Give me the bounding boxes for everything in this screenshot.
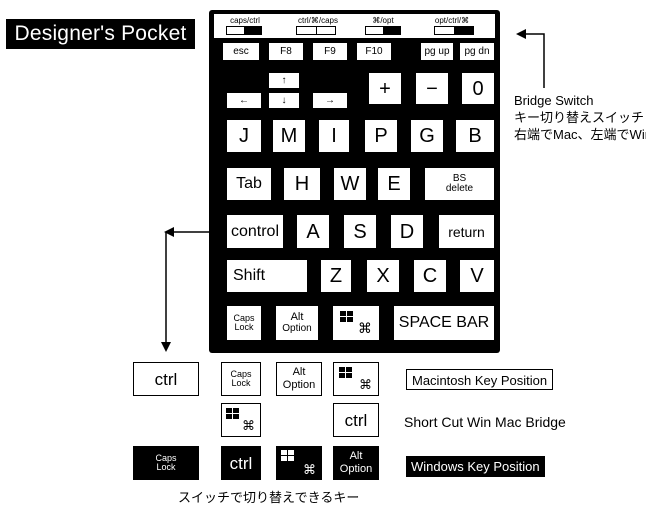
legend-caps-mac-line1: Caps [230,369,252,379]
mac-key-position-label: Macintosh Key Position [406,369,554,390]
legend-cmd-win: ⌘ [276,446,322,480]
key-s[interactable]: S [343,214,377,249]
windows-logo-icon [340,311,353,322]
key-d[interactable]: D [390,214,424,249]
switch-label-cmd-opt: ⌘/opt [372,16,394,25]
key-pg-up[interactable]: pg up [420,42,454,61]
key-arrow-left[interactable]: ← [226,92,262,109]
bridge-switch-3[interactable] [365,26,401,35]
command-icon: ⌘ [242,418,255,433]
key-p[interactable]: P [364,119,398,153]
key-w[interactable]: W [333,167,367,201]
legend-caps-win-line2: Lock [156,462,176,472]
legend-caps-win: Caps Lock [133,446,199,480]
key-shift[interactable]: Shift [226,259,308,293]
key-e[interactable]: E [377,167,411,201]
key-b[interactable]: B [455,119,495,153]
key-i[interactable]: I [318,119,350,153]
key-bs-label: BS [452,173,467,184]
legend-ctrl-mac: ctrl [133,362,199,396]
legend-cmd-shortcut: ⌘ [221,403,261,437]
legend-alt-mac: Alt Option [276,362,322,396]
key-g[interactable]: G [410,119,444,153]
legend-alt-win-line1: Alt [349,450,363,462]
key-delete-label: delete [445,183,474,194]
key-x[interactable]: X [366,259,400,293]
command-icon: ⌘ [358,320,372,336]
legend-caps-mac-line2: Lock [231,378,251,388]
key-return[interactable]: return [438,214,495,249]
shortcut-bridge-label: Short Cut Win Mac Bridge [404,414,566,430]
bridge-note-line-1: Bridge Switch [514,93,594,108]
command-icon: ⌘ [303,462,316,477]
switch-label-caps-ctrl: caps/ctrl [230,16,260,25]
brand-title: Designer's Pocket [6,19,195,49]
legend-alt-mac-line1: Alt [292,366,306,378]
bridge-note-line-2: キー切り替えスイッチ [514,110,645,125]
legend-ctrl-win: ctrl [221,446,261,480]
legend-caps-win-line1: Caps [155,453,177,463]
key-tab[interactable]: Tab [226,167,272,201]
key-f10[interactable]: F10 [356,42,392,61]
key-zero[interactable]: 0 [461,72,495,105]
windows-logo-icon [226,408,239,419]
key-control[interactable]: control [226,214,284,249]
bridge-switch-4[interactable] [434,26,474,35]
lock-label: Lock [234,322,254,332]
key-pg-dn[interactable]: pg dn [459,42,495,61]
legend-alt-mac-line2: Option [282,379,316,391]
legend-cmd-mac: ⌘ [333,362,379,396]
alt-label: Alt [290,311,304,323]
bridge-note-line-3: 右端でMac、左端でWin [514,127,646,142]
key-j[interactable]: J [226,119,262,153]
key-z[interactable]: Z [320,259,352,293]
key-bs-delete[interactable]: BS delete [424,167,495,201]
key-h[interactable]: H [283,167,321,201]
key-caps-lock[interactable]: Caps Lock [226,305,262,341]
key-v[interactable]: V [459,259,495,293]
bridge-switch-arrow [516,29,545,88]
key-f8[interactable]: F8 [268,42,304,61]
switch-label-opt-ctrl-cmd: opt/ctrl/⌘ [434,16,470,25]
bridge-switch-2[interactable] [296,26,336,35]
legend-alt-win: Alt Option [333,446,379,480]
legend-caps-mac: Caps Lock [221,362,261,396]
key-arrow-right[interactable]: → [312,92,348,109]
caps-label: Caps [233,313,255,323]
key-plus[interactable]: + [368,72,402,105]
windows-logo-icon [281,450,294,461]
switch-label-ctrl-cmd-caps: ctrl/⌘/caps [297,16,338,25]
option-label: Option [282,323,312,334]
key-a[interactable]: A [296,214,330,249]
win-key-position-label: Windows Key Position [406,456,545,477]
windows-logo-icon [339,367,352,378]
legend-alt-win-line2: Option [339,463,373,475]
key-alt-option[interactable]: Alt Option [275,305,319,341]
key-space-bar[interactable]: SPACE BAR [393,305,495,341]
key-win-cmd[interactable]: ⌘ [332,305,380,341]
key-minus[interactable]: − [415,72,449,105]
bridge-switch-note: Bridge Switch キー切り替えスイッチ 右端でMac、左端でWin [514,92,646,143]
legend-ctrl-shortcut: ctrl [333,403,379,437]
key-c[interactable]: C [413,259,447,293]
caption-switchable-keys: スイッチで切り替えできるキー [178,490,360,505]
key-arrow-up[interactable]: ↑ [268,72,300,89]
key-esc[interactable]: esc [222,42,260,61]
bridge-switch-1[interactable] [226,26,262,35]
key-arrow-down[interactable]: ↓ [268,92,300,109]
command-icon: ⌘ [359,377,372,392]
key-m[interactable]: M [272,119,306,153]
key-f9[interactable]: F9 [312,42,348,61]
